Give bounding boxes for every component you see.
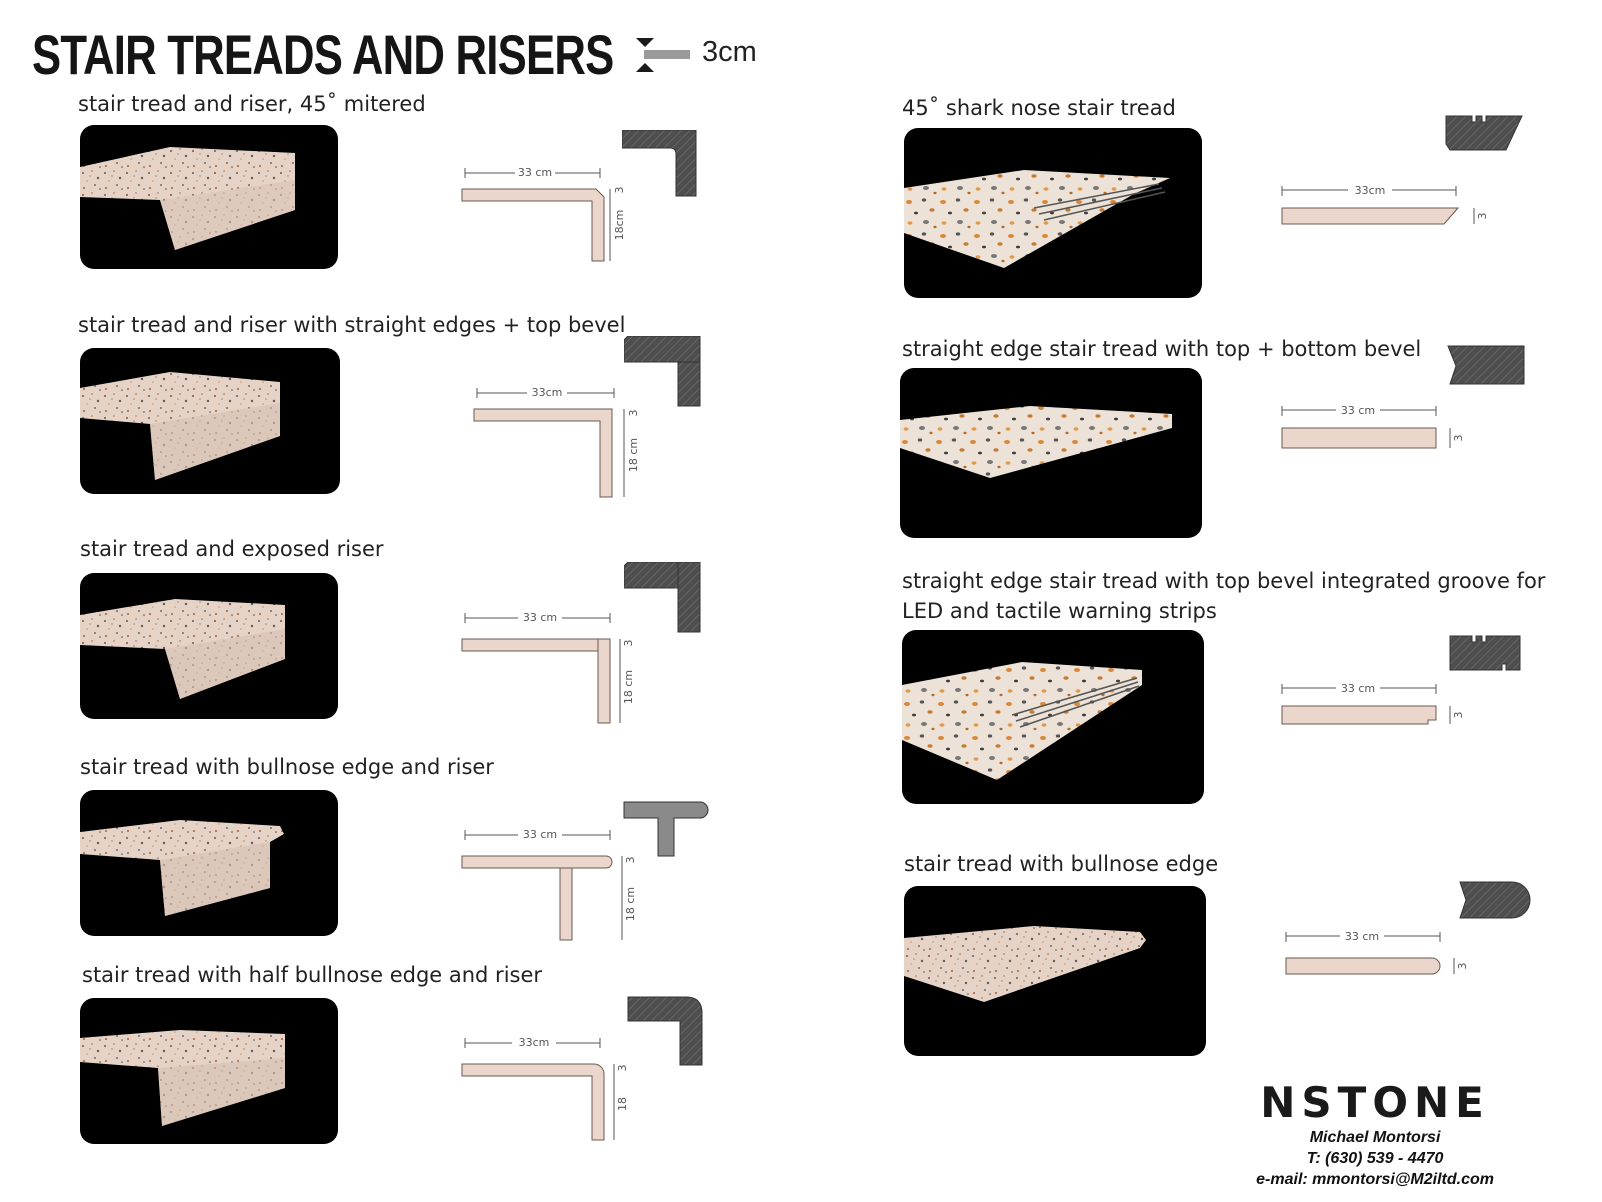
thickness-label: 3cm [702, 36, 757, 68]
profile-section-icon [624, 562, 701, 633]
item-label: stair tread with bullnose edge [904, 852, 1219, 876]
profile-section-icon [623, 801, 709, 857]
item-photo [80, 125, 338, 269]
thickness-dimension: 3 [613, 187, 626, 194]
thickness-dimension: 3 [616, 1065, 629, 1072]
profile-section-icon [1447, 345, 1525, 385]
profile-diagram: 33 cm 18 cm 3 [461, 610, 635, 724]
thickness-dimension: 3 [1456, 963, 1469, 970]
brand-logo: NSTONE [1260, 1078, 1490, 1127]
profile-section-icon [1445, 115, 1523, 151]
width-dimension: 33cm [532, 386, 563, 399]
profile-diagram: 33 cm 3 [1285, 929, 1469, 975]
item-photo [80, 998, 338, 1144]
width-dimension: 33 cm [1341, 682, 1375, 695]
width-dimension: 33cm [519, 1036, 550, 1049]
profile-section-icon [1449, 635, 1521, 671]
item-label: straight edge stair tread with top + bot… [902, 337, 1422, 361]
thickness-dimension: 3 [1452, 712, 1465, 719]
profile-section-icon [624, 336, 701, 407]
thickness-dimension: 3 [627, 410, 640, 417]
height-dimension: 18cm [613, 210, 626, 241]
item-label: stair tread and riser with straight edge… [78, 313, 626, 337]
height-dimension: 18 cm [627, 438, 640, 472]
contact-phone: T: (630) 539 - 4470 [1306, 1150, 1444, 1167]
profile-diagram: 33 cm 18cm 3 [461, 165, 626, 262]
profile-section-icon [627, 996, 703, 1066]
width-dimension: 33 cm [523, 611, 557, 624]
thickness-dimension: 3 [622, 640, 635, 647]
item-photo [80, 573, 338, 719]
thickness-dimension: 3 [1452, 435, 1465, 442]
height-dimension: 18 cm [622, 670, 635, 704]
item-label: straight edge stair tread with top bevel… [902, 569, 1546, 623]
profile-diagram: 33 cm 18 cm 3 [461, 827, 637, 941]
contact-email[interactable]: e-mail: mmontorsi@M2iltd.com [1256, 1171, 1494, 1188]
profile-diagram: 33 cm 3 [1281, 403, 1465, 449]
item-label: stair tread and exposed riser [80, 537, 384, 561]
width-dimension: 33 cm [523, 828, 557, 841]
brand-block: NSTONE Michael Montorsi T: (630) 539 - 4… [1256, 1078, 1494, 1190]
item-photo [80, 790, 338, 936]
profile-diagram: 33cm 18 3 [461, 1035, 629, 1141]
item-photo [80, 348, 340, 494]
thickness-icon [636, 38, 690, 72]
profile-diagram: 33cm 3 [1281, 183, 1489, 225]
thickness-dimension: 3 [624, 857, 637, 864]
width-dimension: 33 cm [518, 166, 552, 179]
height-dimension: 18 [616, 1097, 629, 1111]
item-photo [904, 886, 1206, 1056]
item-label: stair tread with half bullnose edge and … [82, 963, 543, 987]
width-dimension: 33 cm [1345, 930, 1379, 943]
profile-section-icon [622, 130, 697, 197]
thickness-dimension: 3 [1476, 213, 1489, 220]
width-dimension: 33 cm [1341, 404, 1375, 417]
profile-diagram: 33 cm 3 [1281, 681, 1465, 725]
profile-diagram: 33cm 18 cm 3 [473, 385, 640, 498]
page-title: STAIR TREADS AND RISERS [32, 23, 614, 86]
item-label: 45˚ shark nose stair tread [902, 96, 1176, 120]
item-photo [904, 128, 1202, 298]
item-photo [900, 368, 1202, 538]
height-dimension: 18 cm [624, 887, 637, 921]
contact-name: Michael Montorsi [1309, 1129, 1441, 1146]
item-photo [902, 630, 1204, 804]
item-label: stair tread with bullnose edge and riser [80, 755, 494, 779]
width-dimension: 33cm [1355, 184, 1386, 197]
profile-section-icon [1459, 881, 1531, 919]
item-label: stair tread and riser, 45˚ mitered [78, 92, 426, 116]
